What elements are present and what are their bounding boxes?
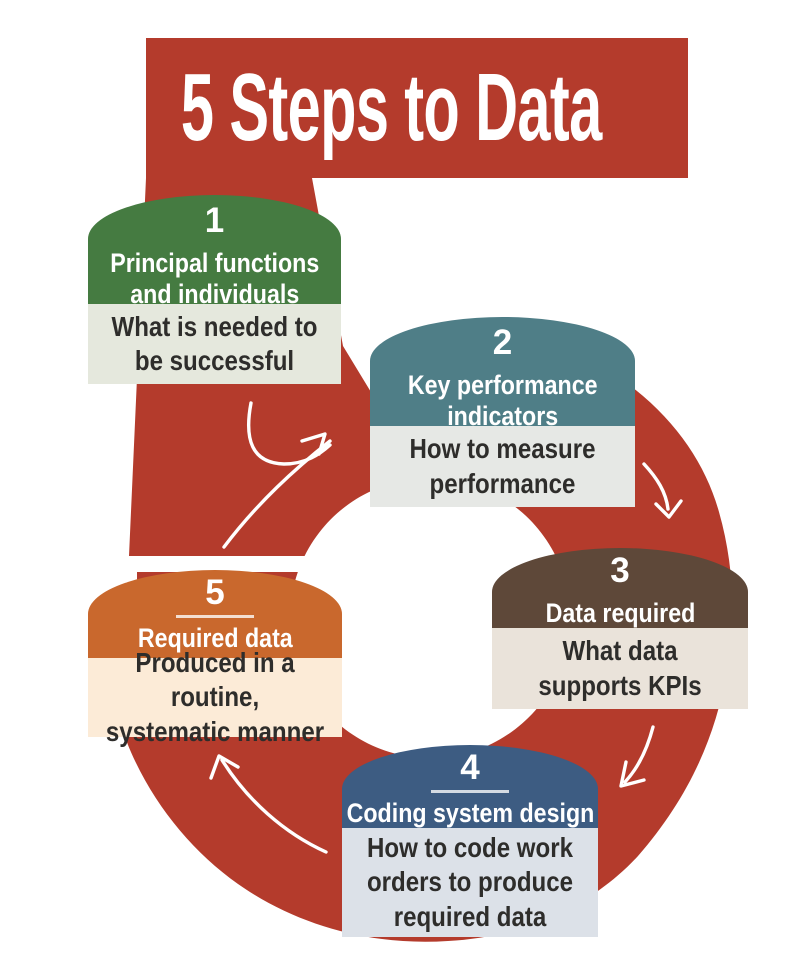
step-5-number-underline xyxy=(176,615,254,618)
arrow-step2-to-step3-icon xyxy=(642,462,683,519)
step-1-title: Principal functions and individuals xyxy=(109,248,320,309)
step-5-header: 5 Required data xyxy=(88,570,342,658)
step-1-number: 1 xyxy=(204,201,225,240)
step-card-1: 1 Principal functions and individuals Wh… xyxy=(88,195,341,384)
step-2-title: Key performance indicators xyxy=(407,370,598,431)
step-5-description: Produced in a routine, systematic manner xyxy=(105,646,325,747)
step-4-description: How to code work orders to produce requi… xyxy=(366,831,574,932)
step-3-description: What data supports KPIs xyxy=(538,635,702,701)
step-card-2: 2 Key performance indicators How to meas… xyxy=(370,317,635,507)
background-notch-top xyxy=(95,556,347,572)
arrow-step4-to-step5-icon xyxy=(209,754,328,854)
step-3-header: 3 Data required xyxy=(492,548,748,628)
step-3-title: Data required xyxy=(545,598,695,628)
step-5-number: 5 xyxy=(205,573,225,612)
step-1-body: What is needed to be successful xyxy=(88,304,341,384)
arrow-step3-to-step4-icon xyxy=(619,725,655,788)
step-3-number: 3 xyxy=(610,551,630,590)
step-3-body: What data supports KPIs xyxy=(492,628,748,709)
step-4-body: How to code work orders to produce requi… xyxy=(342,828,598,937)
step-1-header: 1 Principal functions and individuals xyxy=(88,195,341,309)
arrow-step1-to-step2-icon xyxy=(222,401,332,549)
step-4-number: 4 xyxy=(460,748,480,787)
step-2-number: 2 xyxy=(492,323,513,362)
step-2-body: How to measure performance xyxy=(370,426,635,507)
step-5-title: Required data xyxy=(137,623,293,653)
step-5-body: Produced in a routine, systematic manner xyxy=(88,647,342,747)
step-card-5: 5 Required data Produced in a routine, s… xyxy=(88,570,342,747)
step-4-header: 4 Coding system design xyxy=(342,745,598,828)
step-4-title: Coding system design xyxy=(346,797,594,828)
step-2-description: How to measure performance xyxy=(409,433,596,499)
step-1-description: What is needed to be successful xyxy=(111,310,318,376)
step-4-number-underline xyxy=(431,790,509,793)
step-2-header: 2 Key performance indicators xyxy=(370,317,635,431)
step-card-3: 3 Data required What data supports KPIs xyxy=(492,548,748,709)
step-card-4: 4 Coding system design How to code work … xyxy=(342,745,598,937)
